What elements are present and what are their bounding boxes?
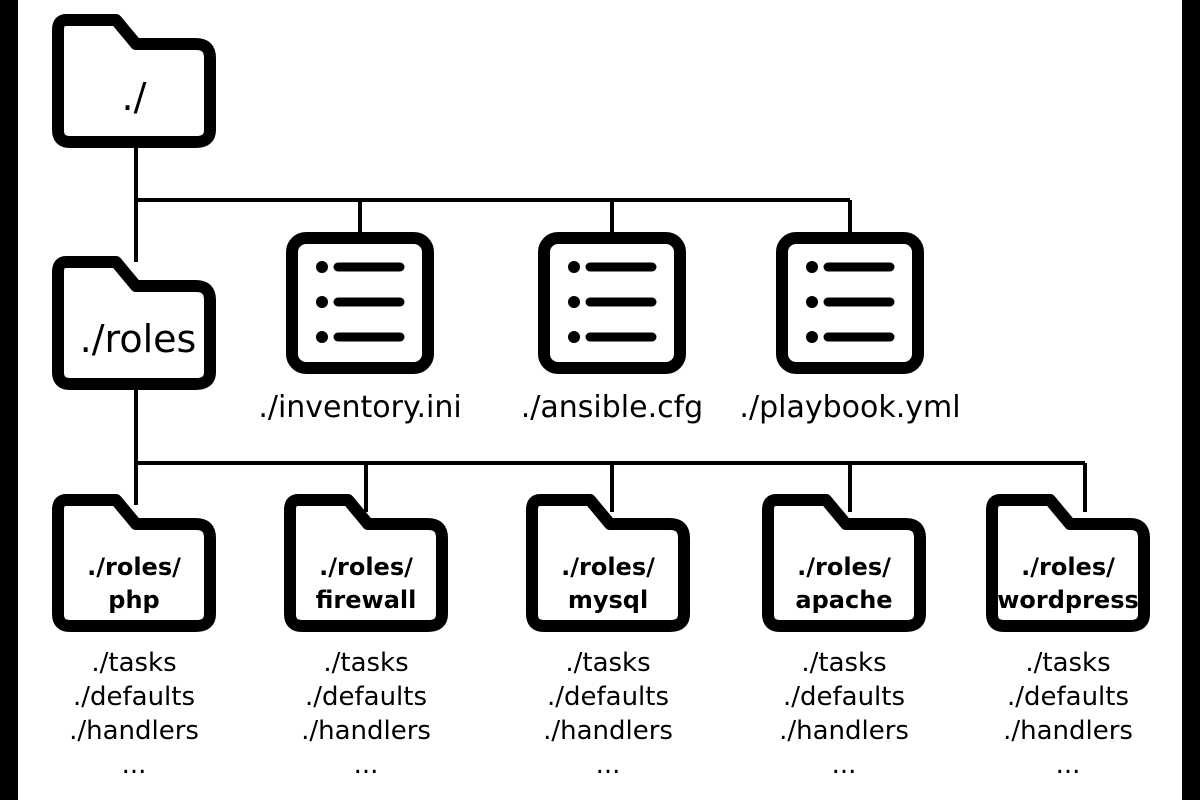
role-path-label: ./roles/	[561, 553, 655, 581]
role-name-label: wordpress	[997, 586, 1139, 614]
file-node[interactable]: ./playbook.yml	[739, 232, 961, 425]
list-document-icon	[538, 232, 686, 374]
file-label: ./playbook.yml	[739, 390, 960, 425]
role-name-label: firewall	[316, 586, 417, 614]
role-contents-list: ./tasks ./defaults ./handlers...	[69, 648, 199, 780]
folder-icon	[762, 494, 926, 632]
role-content-item: ./defaults	[547, 682, 669, 712]
role-content-item: ./handlers	[69, 716, 199, 746]
folder-icon	[52, 256, 216, 390]
role-content-item: ./handlers	[779, 716, 909, 746]
role-content-item: ./handlers	[1003, 716, 1133, 746]
file-node[interactable]: ./ansible.cfg	[521, 232, 703, 425]
role-path-label: ./roles/	[797, 553, 891, 581]
roles-layer: ./roles/php ./tasks ./defaults ./handlers..…	[52, 494, 1150, 780]
role-contents-list: ./tasks ./defaults ./handlers...	[779, 648, 909, 780]
role-content-item: ./defaults	[305, 682, 427, 712]
role-path-label: ./roles/	[319, 553, 413, 581]
role-content-item: ...	[1056, 750, 1081, 780]
role-folder-php[interactable]: ./roles/php	[52, 494, 216, 632]
role-folder-firewall[interactable]: ./roles/firewall	[284, 494, 448, 632]
role-content-item: ./tasks	[565, 648, 650, 678]
role-path-label: ./roles/	[87, 553, 181, 581]
role-content-item: ./tasks	[801, 648, 886, 678]
role-path-label: ./roles/	[1021, 553, 1115, 581]
roles-folder-label: ./roles	[80, 317, 197, 361]
role-contents-list: ./tasks ./defaults ./handlers...	[1003, 648, 1133, 780]
root-folder-label: ./	[122, 75, 147, 119]
file-node[interactable]: ./inventory.ini	[258, 232, 462, 425]
role-content-item: ./handlers	[543, 716, 673, 746]
role-content-item: ./defaults	[1007, 682, 1129, 712]
role-folder-apache[interactable]: ./roles/apache	[762, 494, 926, 632]
role-content-item: ./handlers	[301, 716, 431, 746]
role-name-label: apache	[795, 586, 892, 614]
role-contents-list: ./tasks ./defaults ./handlers...	[301, 648, 431, 780]
role-content-item: ...	[122, 750, 147, 780]
role-content-item: ./defaults	[73, 682, 195, 712]
role-content-item: ...	[832, 750, 857, 780]
file-label: ./ansible.cfg	[521, 390, 703, 425]
role-contents-list: ./tasks ./defaults ./handlers...	[543, 648, 673, 780]
role-folder-wordpress[interactable]: ./roles/wordpress	[986, 494, 1150, 632]
role-content-item: ./tasks	[1025, 648, 1110, 678]
role-content-item: ...	[354, 750, 379, 780]
roles-folder[interactable]: ./roles	[52, 256, 216, 390]
role-folder-mysql[interactable]: ./roles/mysql	[526, 494, 690, 632]
role-content-item: ./tasks	[91, 648, 176, 678]
role-name-label: php	[108, 586, 159, 614]
folder-icon	[986, 494, 1150, 632]
role-content-item: ./tasks	[323, 648, 408, 678]
role-content-item: ...	[596, 750, 621, 780]
root-folder[interactable]: ./	[52, 14, 216, 148]
connectors	[134, 140, 1087, 512]
role-content-item: ./defaults	[783, 682, 905, 712]
folder-icon	[52, 494, 216, 632]
file-label: ./inventory.ini	[258, 390, 461, 425]
list-document-icon	[286, 232, 434, 374]
role-name-label: mysql	[568, 586, 648, 614]
folder-icon	[284, 494, 448, 632]
folder-icon	[526, 494, 690, 632]
folder-icon	[52, 14, 216, 148]
files-layer: ./inventory.ini ./ansible.cfg ./playbook.y…	[258, 232, 961, 425]
list-document-icon	[776, 232, 924, 374]
